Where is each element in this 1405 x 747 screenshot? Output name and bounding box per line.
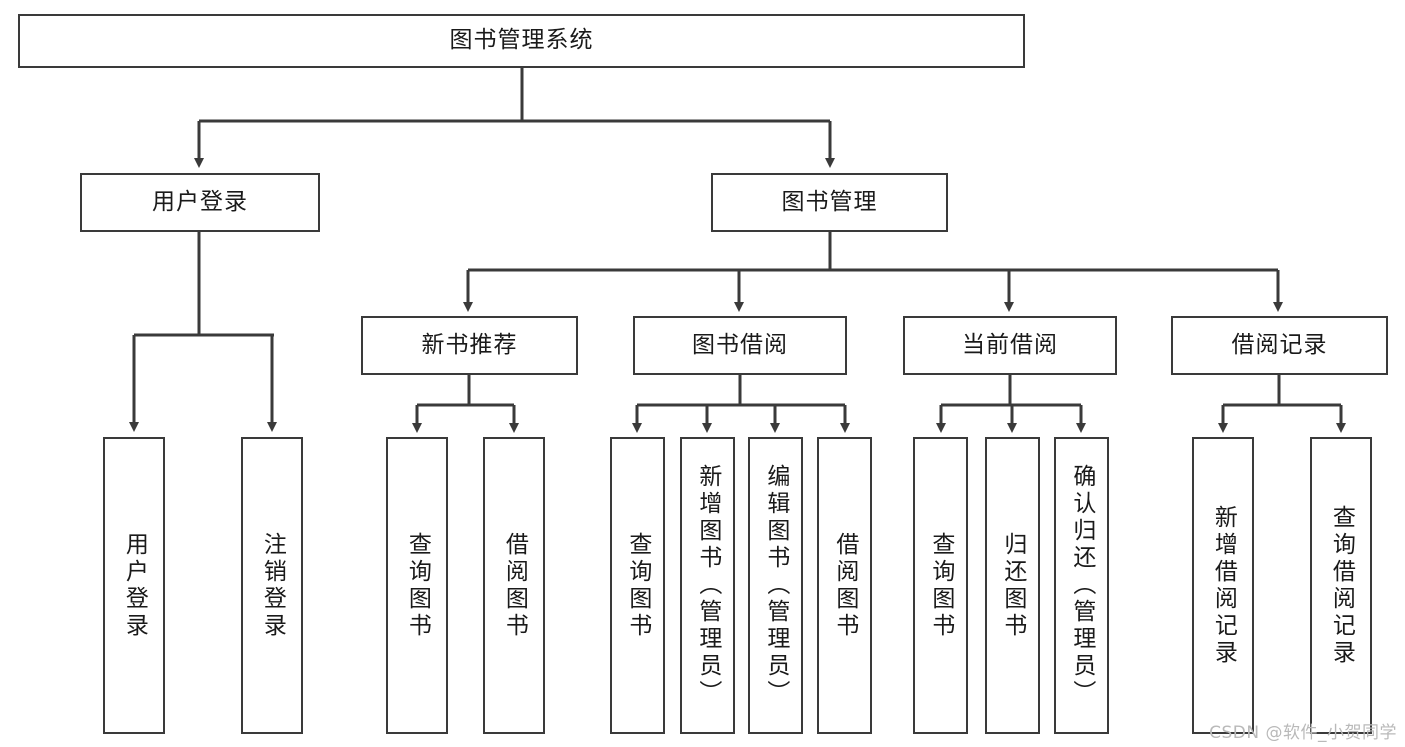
node-borrow-record[interactable]: 借阅记录 (1171, 316, 1388, 375)
node-cb-confirm-return-label: 确认归还（管理员） (1068, 464, 1095, 707)
node-current-borrow[interactable]: 当前借阅 (903, 316, 1117, 375)
node-nb-query-book-label: 查询图书 (404, 531, 431, 640)
node-user-logout-label: 注销登录 (259, 531, 286, 640)
node-cb-confirm-return[interactable]: 确认归还（管理员） (1054, 437, 1109, 734)
node-root[interactable]: 图书管理系统 (18, 14, 1025, 68)
node-new-book-recommend-label: 新书推荐 (421, 331, 518, 358)
node-cb-query-book-label: 查询图书 (927, 531, 954, 640)
node-br-add-record-label: 新增借阅记录 (1210, 504, 1237, 667)
node-cb-return-book-label: 归还图书 (999, 531, 1026, 640)
node-new-book-recommend[interactable]: 新书推荐 (361, 316, 578, 375)
node-user-login-do[interactable]: 用户登录 (103, 437, 165, 734)
node-user-login-label: 用户登录 (152, 188, 248, 215)
node-book-borrow-label: 图书借阅 (692, 331, 788, 358)
node-bb-edit-book[interactable]: 编辑图书（管理员） (748, 437, 803, 734)
node-bb-edit-book-label: 编辑图书（管理员） (762, 464, 789, 707)
node-current-borrow-label: 当前借阅 (962, 331, 1058, 358)
node-book-manage-label: 图书管理 (781, 188, 878, 215)
node-book-borrow[interactable]: 图书借阅 (633, 316, 847, 375)
node-br-query-record-label: 查询借阅记录 (1328, 504, 1355, 667)
node-root-label: 图书管理系统 (449, 27, 594, 54)
node-bb-query-book-label: 查询图书 (624, 531, 651, 640)
node-book-manage[interactable]: 图书管理 (711, 173, 948, 232)
node-bb-add-book-label: 新增图书（管理员） (694, 464, 721, 707)
node-nb-query-book[interactable]: 查询图书 (386, 437, 448, 734)
node-bb-query-book[interactable]: 查询图书 (610, 437, 665, 734)
watermark-text: CSDN @软件_小贺同学 (1209, 723, 1397, 743)
node-br-add-record[interactable]: 新增借阅记录 (1192, 437, 1254, 734)
node-user-login[interactable]: 用户登录 (80, 173, 320, 232)
node-user-logout[interactable]: 注销登录 (241, 437, 303, 734)
node-user-login-do-label: 用户登录 (121, 531, 148, 640)
node-nb-borrow-book-label: 借阅图书 (501, 531, 528, 640)
node-bb-borrow-book[interactable]: 借阅图书 (817, 437, 872, 734)
node-cb-return-book[interactable]: 归还图书 (985, 437, 1040, 734)
node-borrow-record-label: 借阅记录 (1231, 331, 1328, 358)
node-cb-query-book[interactable]: 查询图书 (913, 437, 968, 734)
node-bb-add-book[interactable]: 新增图书（管理员） (680, 437, 735, 734)
node-br-query-record[interactable]: 查询借阅记录 (1310, 437, 1372, 734)
node-nb-borrow-book[interactable]: 借阅图书 (483, 437, 545, 734)
node-bb-borrow-book-label: 借阅图书 (831, 531, 858, 640)
